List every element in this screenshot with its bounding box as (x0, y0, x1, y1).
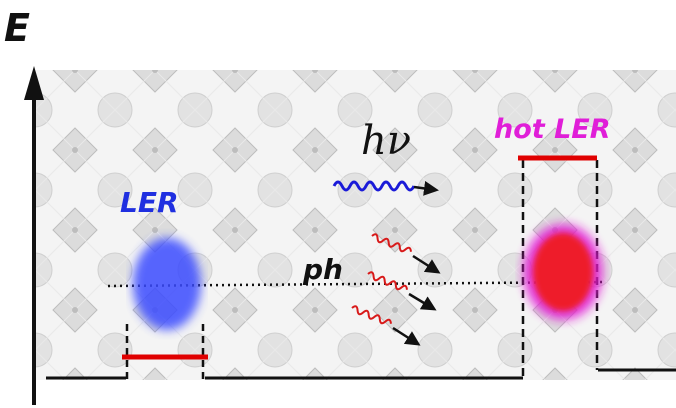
photon-wave (332, 180, 416, 192)
hot-ler-label: hot LER (494, 114, 611, 145)
ler-state-blob (133, 238, 201, 330)
phonon-wave-2 (367, 271, 408, 291)
energy-axis-arrowhead (24, 66, 44, 100)
energy-axis-label: E (4, 6, 30, 50)
phonon-wave-3 (351, 305, 392, 325)
phonon-arrow-2 (408, 292, 437, 311)
phonon-label: ph (303, 253, 343, 286)
photon-arrow (413, 180, 439, 196)
ler-label: LER (120, 186, 179, 219)
phonon-arrow-1 (412, 254, 441, 274)
phonon-wave-1 (371, 233, 412, 253)
photon-label: hν (361, 118, 412, 164)
hot-ler-state-blob (533, 233, 593, 311)
phonon-arrow-3 (392, 326, 421, 346)
